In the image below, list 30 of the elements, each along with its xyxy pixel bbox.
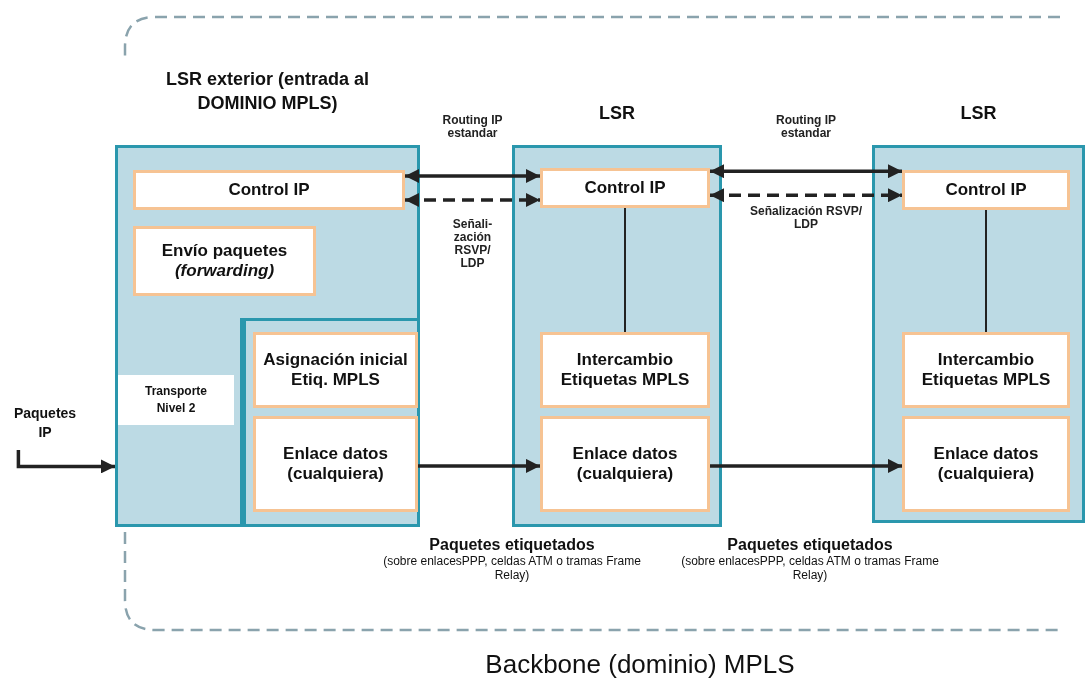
caption-heading: Paquetes etiquetados — [428, 536, 596, 554]
arrow — [16, 450, 115, 474]
caption-heading: Paquetes etiquetados — [726, 536, 894, 554]
connector-line — [985, 209, 987, 333]
caption-note: (sobre enlacesPPP, celdas ATM o tramas Frame Relay) — [382, 554, 642, 582]
function-box: Control IP — [133, 170, 405, 210]
arrow — [405, 169, 540, 183]
connector-line — [624, 207, 626, 333]
diagram-caption: Backbone (dominio) MPLS — [484, 648, 796, 680]
router-heading: LSR — [959, 102, 998, 125]
router-heading: LSR — [598, 102, 636, 125]
caption-note: (sobre enlacesPPP, celdas ATM o tramas Frame Relay) — [680, 554, 940, 582]
layer-column — [115, 318, 243, 527]
arrow — [710, 164, 902, 179]
layer-label: Transporte Nivel 2 — [118, 375, 234, 425]
function-box: Control IP — [902, 170, 1070, 210]
function-box: Enlace datos (cualquiera) — [902, 416, 1070, 512]
function-box: Enlace datos (cualquiera) — [253, 416, 418, 512]
arrow — [710, 188, 902, 203]
arrow — [418, 458, 540, 473]
function-box: Intercambio Etiquetas MPLS — [540, 332, 710, 408]
function-box: Envío paquetes (forwarding) — [133, 226, 316, 296]
input-label: Paquetes IP — [8, 398, 82, 450]
router-heading: LSR exterior (entrada al DOMINIO MPLS) — [164, 68, 371, 115]
function-box: Asignación inicial Etiq. MPLS — [253, 332, 418, 408]
function-box: Intercambio Etiquetas MPLS — [902, 332, 1070, 408]
function-box: Enlace datos (cualquiera) — [540, 416, 710, 512]
arrow — [405, 193, 540, 207]
arrow — [710, 458, 902, 473]
function-box: Control IP — [540, 168, 710, 208]
